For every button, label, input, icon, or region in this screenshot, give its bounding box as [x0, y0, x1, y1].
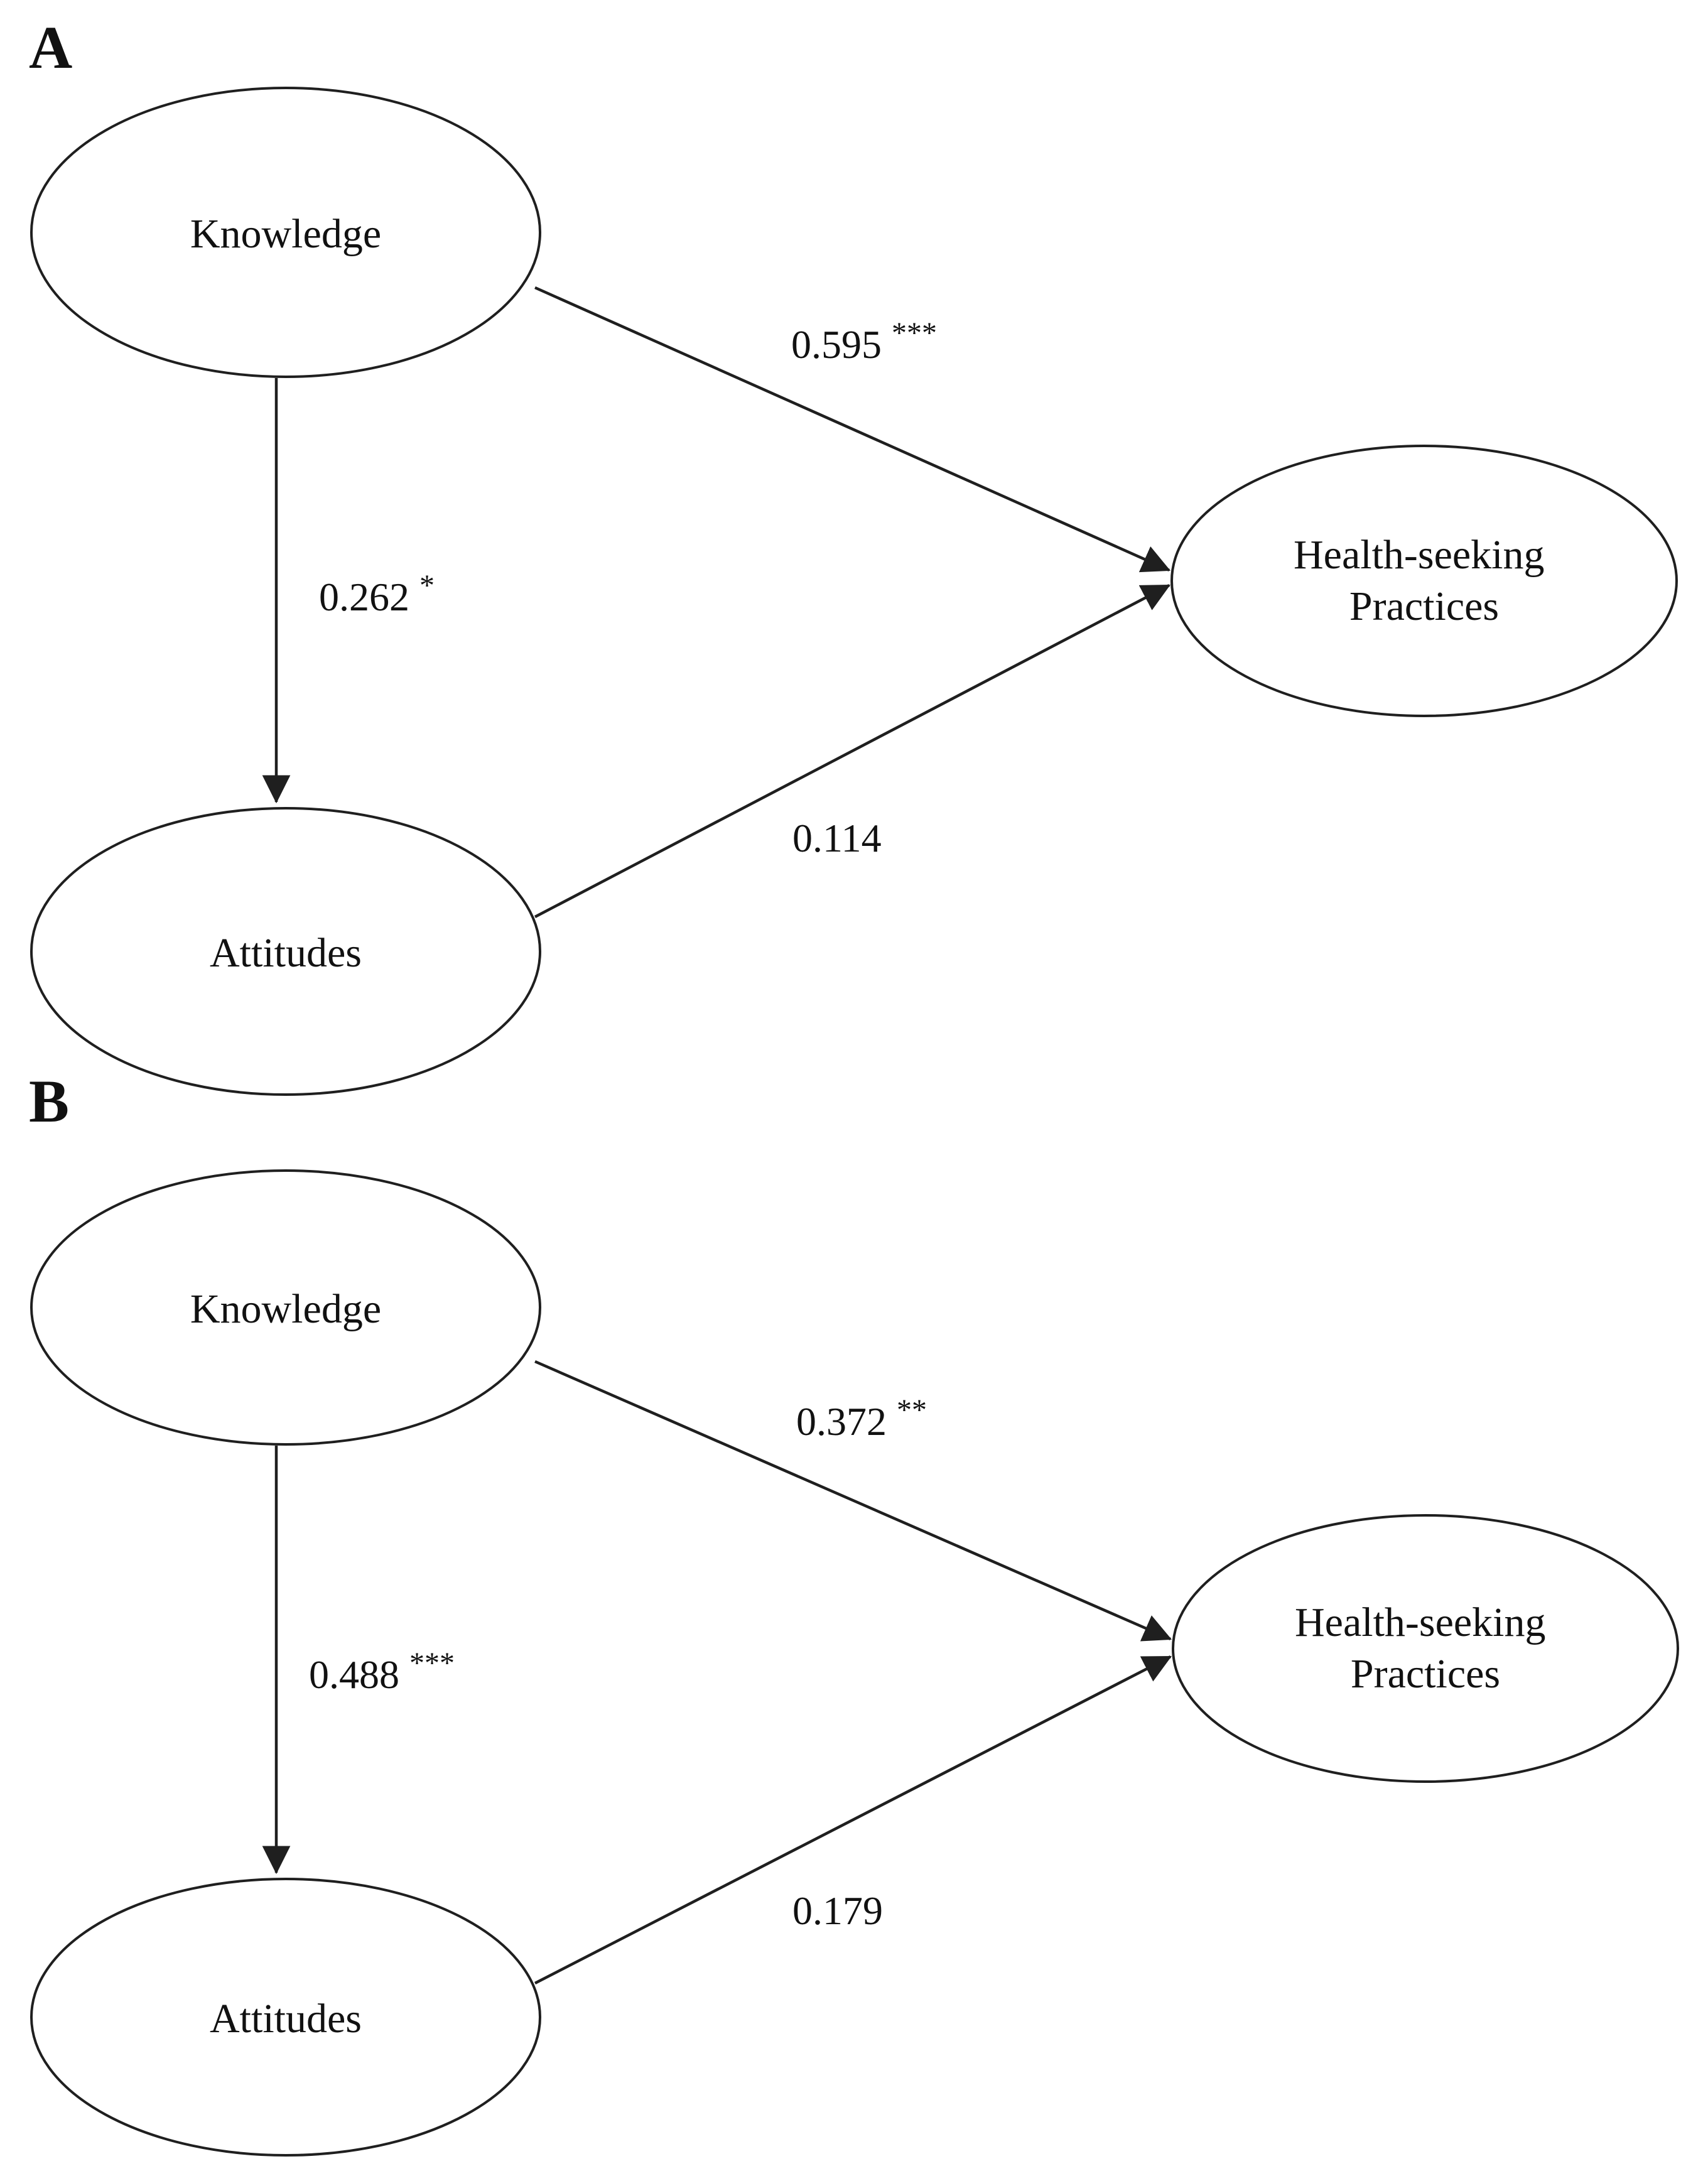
hsp-ellipse-b	[1172, 1514, 1679, 1783]
node-attitudes-a: Attitudes	[30, 807, 541, 1096]
knowledge-ellipse-b	[30, 1169, 541, 1446]
coef-knowledge-attitudes-b: 0.488 ***	[309, 1647, 455, 1697]
panel-a: A Knowledge Attitudes Health-seeking Pra…	[29, 14, 1678, 1096]
knowledge-label-b: Knowledge	[190, 1286, 381, 1332]
arrow-attitudes-to-hsp-a	[534, 584, 1170, 918]
hsp-ellipse-a	[1170, 445, 1678, 717]
attitudes-label-b: Attitudes	[210, 1996, 362, 2042]
arrow-attitudes-to-hsp-b	[534, 1655, 1172, 1985]
coef-attitudes-hsp-a: 0.114	[792, 816, 882, 860]
node-hsp-b: Health-seeking Practices	[1172, 1514, 1679, 1783]
panel-a-letter: A	[29, 14, 72, 81]
node-attitudes-b: Attitudes	[30, 1878, 541, 2157]
coef-knowledge-hsp-b: 0.372 **	[796, 1394, 927, 1444]
attitudes-label-a: Attitudes	[210, 930, 362, 976]
knowledge-ellipse-a	[30, 87, 541, 378]
arrow-knowledge-to-hsp-b	[534, 1360, 1172, 1642]
hsp-label-a: Health-seeking Practices	[1294, 532, 1555, 629]
attitudes-ellipse-a	[30, 807, 541, 1096]
node-hsp-a: Health-seeking Practices	[1170, 445, 1678, 717]
panel-b: B Knowledge Attitudes Health-seeking Pra…	[29, 1068, 1679, 2157]
node-knowledge-b: Knowledge	[30, 1169, 541, 1446]
panel-b-letter: B	[29, 1068, 69, 1135]
knowledge-label-a: Knowledge	[190, 211, 381, 257]
attitudes-ellipse-b	[30, 1878, 541, 2157]
arrow-knowledge-to-hsp-a	[534, 286, 1171, 573]
node-knowledge-a: Knowledge	[30, 87, 541, 378]
coef-knowledge-attitudes-a: 0.262 *	[319, 569, 435, 619]
coef-knowledge-hsp-a: 0.595 ***	[791, 317, 937, 367]
hsp-label-b: Health-seeking Practices	[1295, 1600, 1556, 1697]
coef-attitudes-hsp-b: 0.179	[792, 1888, 883, 1933]
